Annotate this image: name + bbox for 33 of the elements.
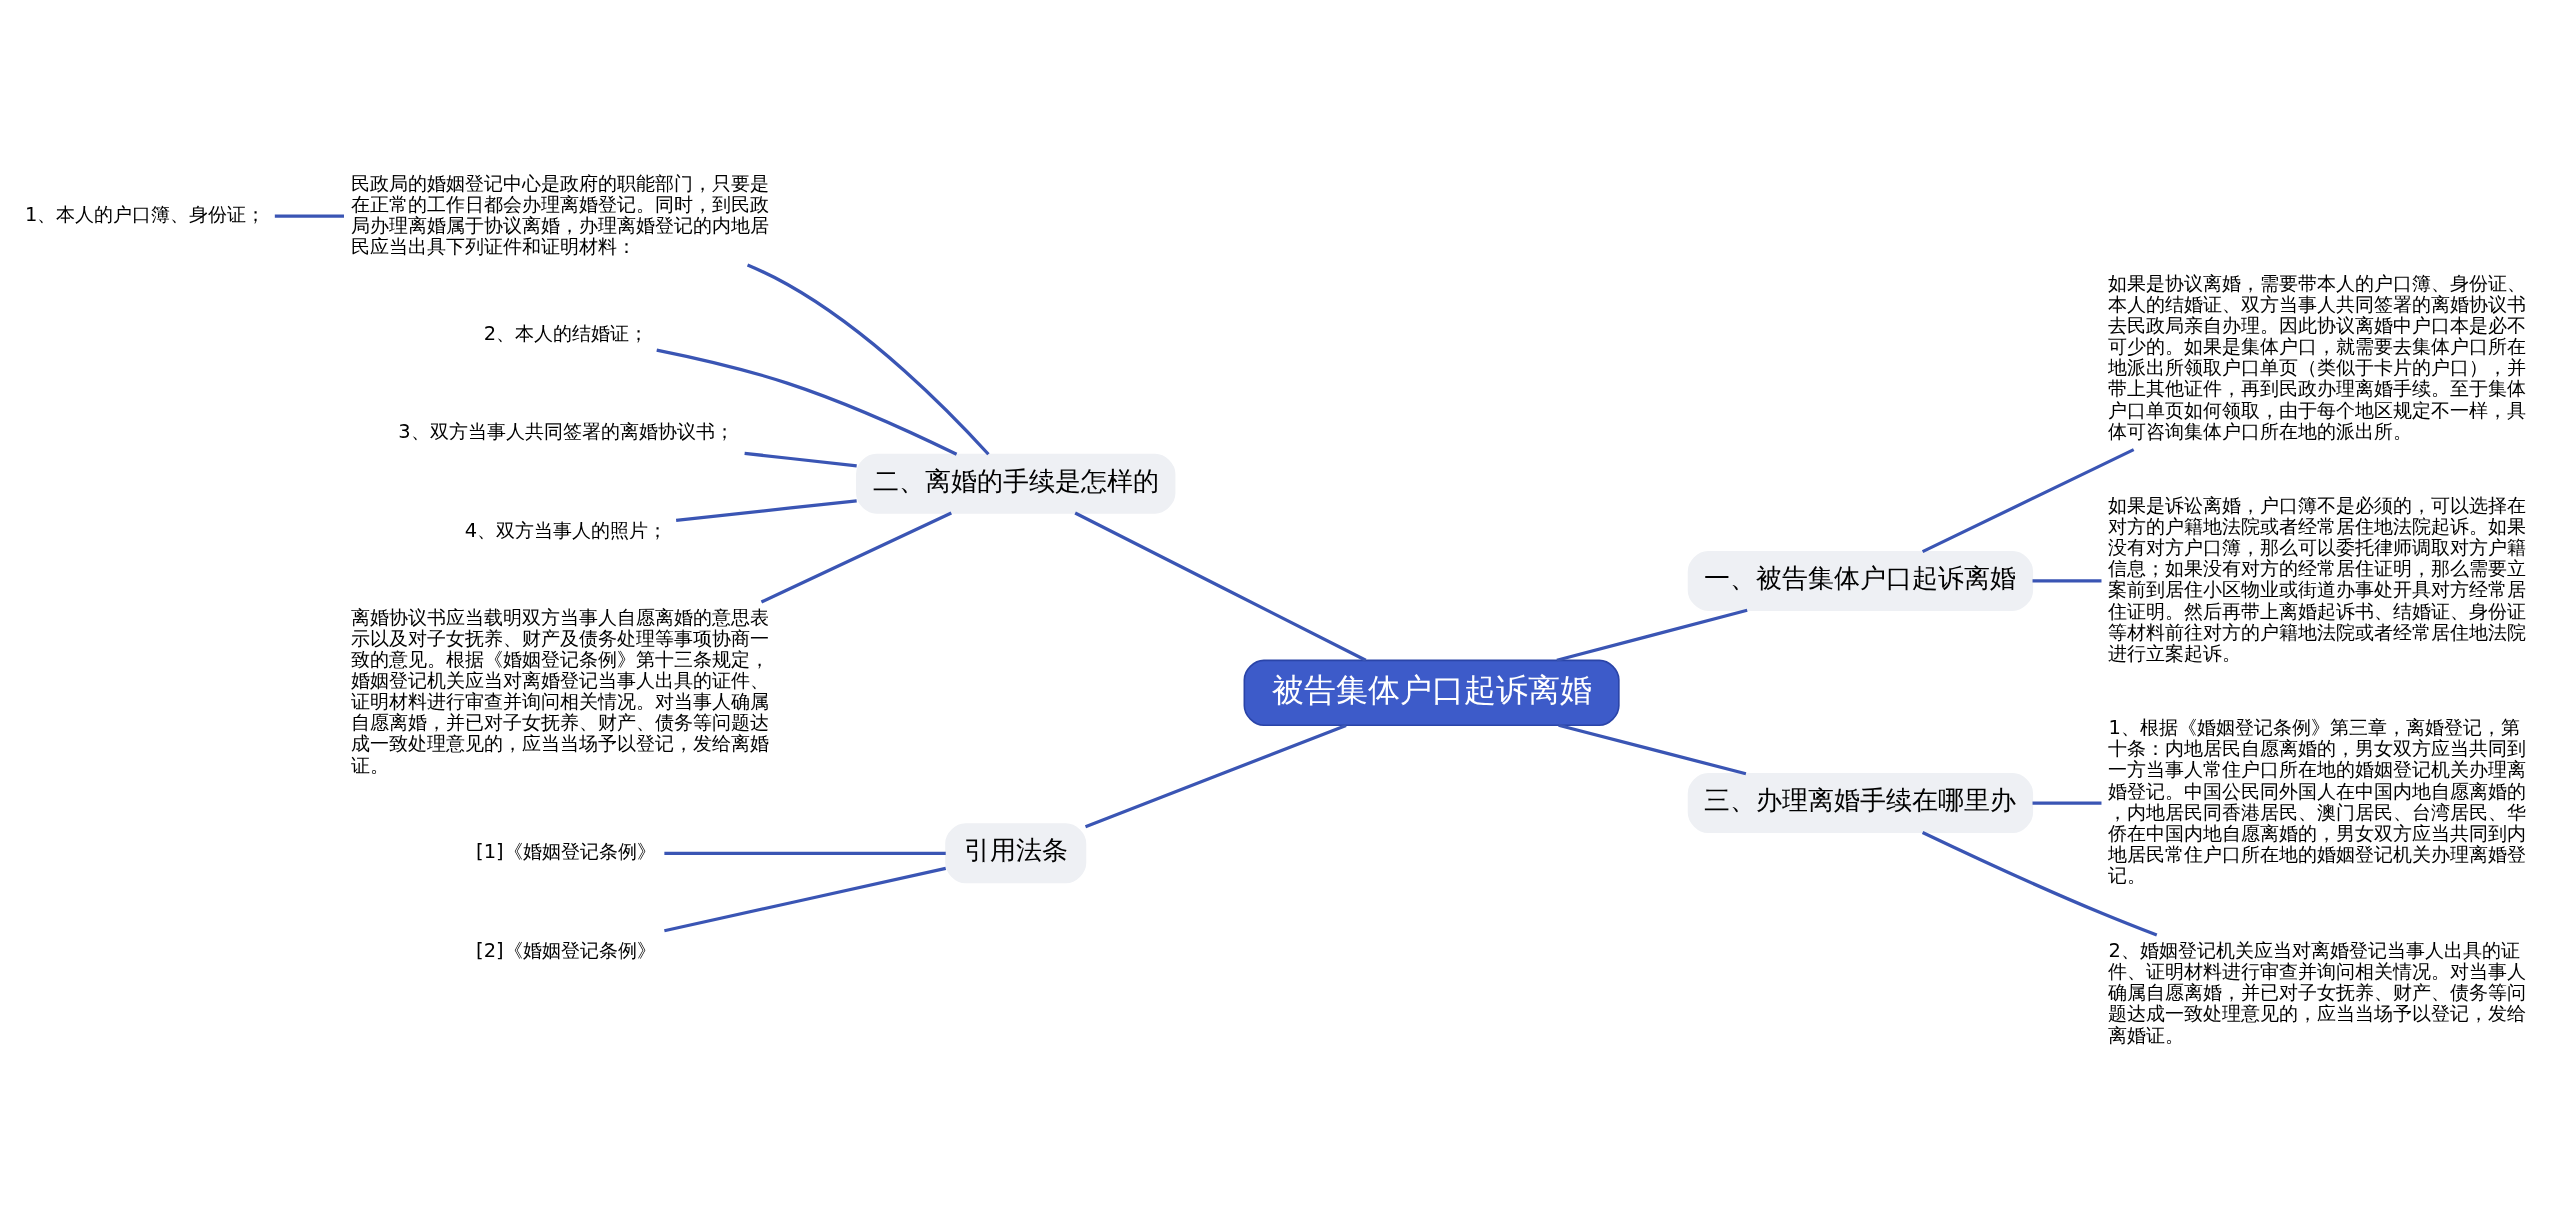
node-box: 引用法条: [945, 822, 1087, 883]
node-text: 1、根据《婚姻登记条例》第三章，离婚登记，第十条：内地居民自愿离婚的，男女双方应当共同到一方当事人常住户口所在地的婚姻登记机关办理离婚登记。中国公民同外国人在中国内地自愿离婚的，内地居民同香港居民、澳门居民、台湾居民、华侨在中国内地自愿离婚的，男女双方应当共同到内地居民常住户口所在地的婚姻登记机关办理离婚登记。: [2108, 715, 2527, 887]
node-text: 如果是诉讼离婚，户口簿不是必须的，可以选择在对方的户籍地法院或者经常居住地法院起诉。如果没有对方户口簿，那么可以委托律师调取对方户籍信息；如果没有对方的经常居住证明，那么需要立案前到居住小区物业或街道办事处开具对方经常居住证明。然后再带上离婚起诉书、结婚证、身份证等材料前往对方的户籍地法院或者经常居住地法院进行立案起诉。: [2108, 493, 2527, 665]
node-box: 被告集体户口起诉离婚: [1243, 659, 1620, 726]
connector: [2032, 800, 2102, 805]
node-text: 1、本人的户口簿、身份证；: [24, 202, 266, 226]
node-box: 一、被告集体户口起诉离婚: [1687, 550, 2034, 611]
node-text: 2、婚姻登记机关应当对离婚登记当事人出具的证件、证明材料进行审查并询问相关情况。对当事人确属自愿离婚，并已对子女抚养、财产、债务等问题达成一致处理意见的，应当当场予以登记，发给离婚证。: [2108, 938, 2527, 1047]
node-box: 三、办理离婚手续在哪里办: [1687, 772, 2034, 833]
connector: [1556, 608, 1748, 662]
node-text: 2、本人的结婚证；: [483, 321, 649, 344]
node-box: 二、离婚的手续是怎样的: [856, 453, 1176, 514]
connector: [656, 347, 958, 456]
connector: [746, 263, 990, 455]
connector: [274, 214, 344, 218]
node-text: 民政局的婚姻登记中心是政府的职能部门，只要是在正常的工作日都会办理离婚登记。同时，到民政局办理离婚属于协议离婚，办理离婚登记的内地居民应当出具下列证件和证明材料：: [351, 171, 770, 258]
node-text: 如果是协议离婚，需要带本人的户口簿、身份证、本人的结婚证、双方当事人共同签署的离婚协议书去民政局亲自办理。因此协议离婚中户口本是必不可少的。如果是集体户口，就需要去集体户口所在地派出所领取户口单页（类似于卡片的户口），并带上其他证件，再到民政办理离婚手续。至于集体户口单页如何领取，由于每个地区规定不一样，具体可咨询集体户口所在地的派出所。: [2108, 271, 2527, 443]
connector: [1074, 511, 1367, 662]
connector: [2032, 578, 2102, 583]
connector: [1558, 723, 1747, 775]
connector: [1921, 830, 2158, 937]
node-text: 3、双方当事人共同签署的离婚协议书；: [398, 419, 734, 443]
connector: [1084, 723, 1347, 828]
node-text: [1]《婚姻登记条例》: [476, 839, 656, 863]
connector: [664, 851, 946, 855]
connector: [664, 866, 947, 932]
connector: [675, 498, 857, 522]
node-text: [2]《婚姻登记条例》: [476, 938, 656, 962]
connector: [760, 511, 952, 603]
connector: [1921, 447, 2135, 553]
node-text: 离婚协议书应当载明双方当事人自愿离婚的意思表示以及对子女抚养、财产及债务处理等事项协商一致的意见。根据《婚姻登记条例》第十三条规定，婚姻登记机关应当对离婚登记当事人出具的证件、证明材料进行审查并询问相关情况。对当事人确属自愿离婚，并已对子女抚养、财产、债务等问题达成一致处理意见的，应当当场予以登记，发给离婚证。: [351, 605, 770, 777]
node-text: 4、双方当事人的照片；: [464, 518, 668, 542]
connector: [744, 451, 857, 467]
